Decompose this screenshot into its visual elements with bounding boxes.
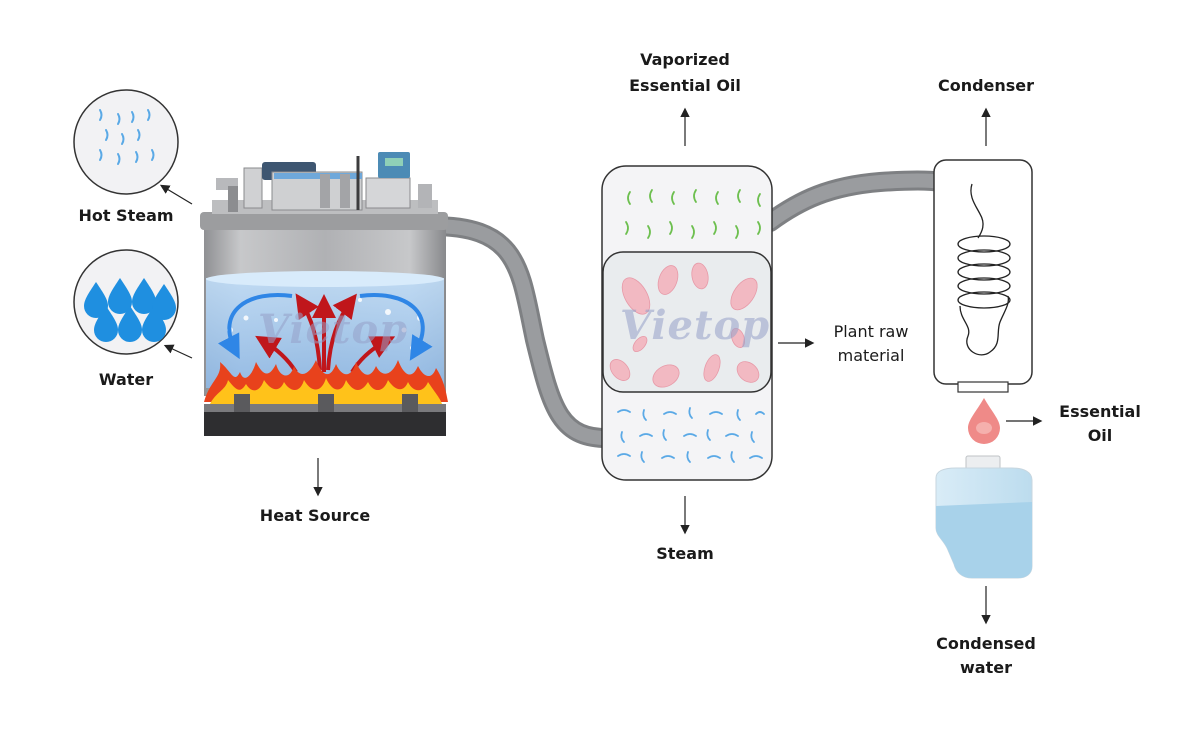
label-plant-1: Plant raw bbox=[833, 322, 909, 341]
watermark-column: Vietop bbox=[620, 302, 771, 349]
label-hot-steam: Hot Steam bbox=[78, 206, 174, 225]
label-condensed-1: Condensed bbox=[936, 634, 1036, 653]
hot-steam-inset bbox=[73, 89, 179, 195]
steam-pipe-1 bbox=[422, 216, 622, 449]
label-steam: Steam bbox=[656, 544, 714, 563]
label-vaporized-2: Essential Oil bbox=[629, 76, 741, 95]
oil-drop bbox=[968, 398, 1000, 444]
boiler bbox=[200, 152, 622, 449]
condenser-coil bbox=[957, 183, 1011, 356]
pointer-arrows bbox=[159, 107, 1043, 625]
label-essential-oil-1: Essential bbox=[1059, 402, 1141, 421]
distillation-column bbox=[601, 165, 950, 481]
condenser-unit bbox=[933, 159, 1033, 579]
label-water: Water bbox=[98, 370, 154, 389]
label-essential-oil-2: Oil bbox=[1087, 426, 1113, 445]
watermark-boiler: Vietop bbox=[258, 306, 409, 353]
flames bbox=[204, 360, 448, 404]
label-plant-2: material bbox=[837, 346, 905, 365]
collection-bottle bbox=[935, 455, 1033, 579]
pot-lid bbox=[200, 212, 448, 230]
water-inset bbox=[73, 249, 179, 355]
label-vaporized-1: Vaporized bbox=[640, 50, 730, 69]
label-heat-source: Heat Source bbox=[259, 506, 371, 525]
label-condensed-2: water bbox=[960, 658, 1012, 677]
label-condenser: Condenser bbox=[937, 76, 1035, 95]
